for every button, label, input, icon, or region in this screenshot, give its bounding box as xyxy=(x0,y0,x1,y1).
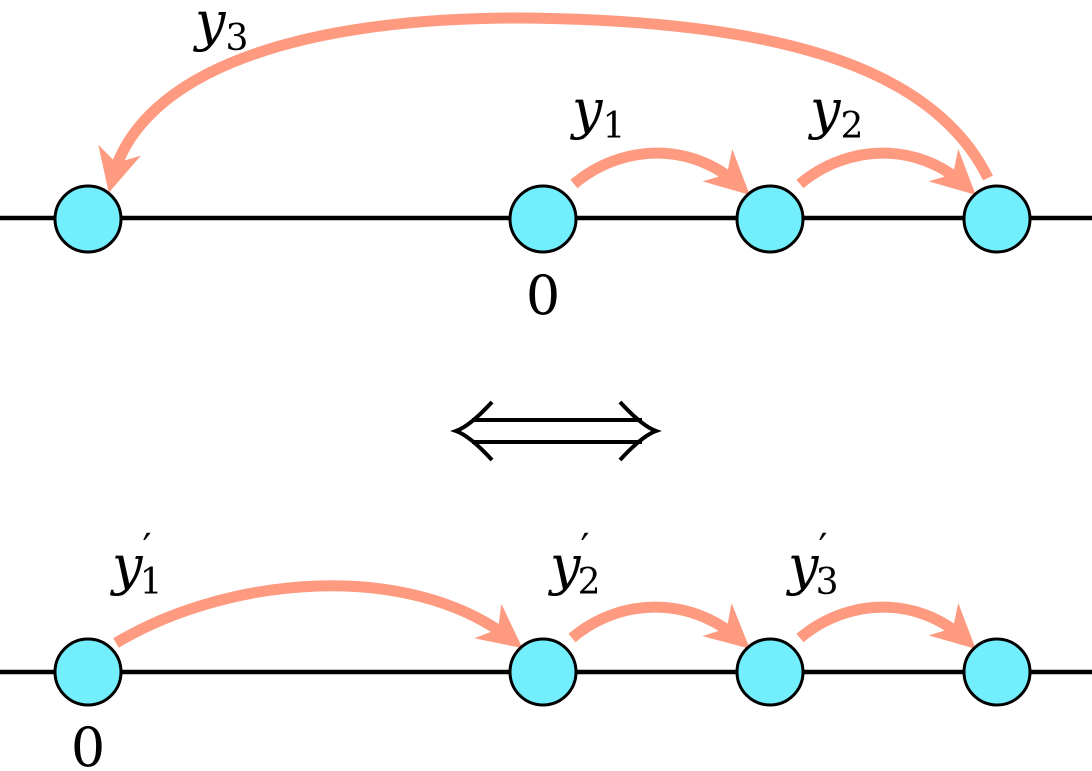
bottom-number-line-group: 0 y′1 y′2 y′3 xyxy=(0,526,1092,771)
top-hop-arrow-y3 xyxy=(98,12,993,193)
top-label-y3: y3 xyxy=(193,0,248,59)
top-node-1 xyxy=(53,184,123,254)
bottom-hop-arrow-y1prime xyxy=(113,580,523,649)
top-number-line-group: 0 y3 y1 y2 xyxy=(0,0,1092,327)
bottom-node-2 xyxy=(735,637,805,707)
top-node-origin xyxy=(508,184,578,254)
bottom-node-1 xyxy=(508,637,578,707)
bottom-label-y1prime: y′1 xyxy=(110,526,163,603)
top-label-y2: y2 xyxy=(808,78,863,147)
equivalence-left-head xyxy=(450,400,494,462)
bottom-hop-arrow-y2prime xyxy=(568,601,750,649)
bottom-node-3 xyxy=(962,637,1032,707)
top-hop-arrow-y1 xyxy=(570,147,750,195)
top-node-3 xyxy=(962,184,1032,254)
top-label-y1: y1 xyxy=(570,78,625,147)
top-hop-arrow-y2 xyxy=(796,147,976,195)
top-origin-label: 0 xyxy=(526,264,560,327)
bottom-label-y3prime: y′3 xyxy=(786,526,839,603)
equivalence-arrow xyxy=(450,400,662,462)
equivalence-right-head xyxy=(618,400,662,462)
bottom-origin-label: 0 xyxy=(71,716,105,771)
top-node-2 xyxy=(735,184,805,254)
bottom-label-y2prime: y′2 xyxy=(548,526,601,603)
bottom-node-origin xyxy=(53,637,123,707)
bottom-hop-arrow-y3prime xyxy=(796,601,976,649)
